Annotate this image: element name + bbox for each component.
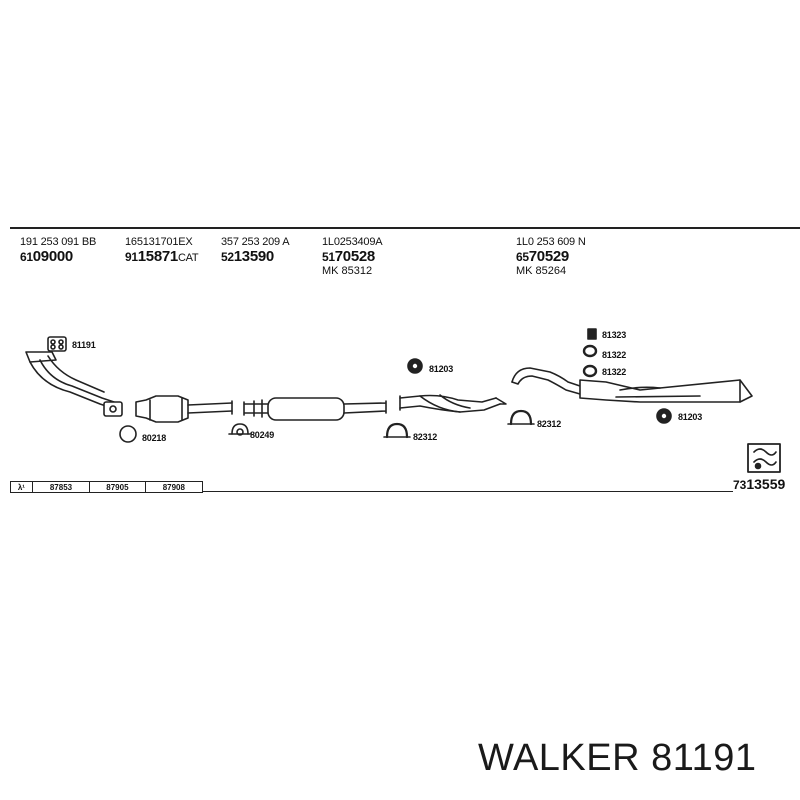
column-3: 357 253 209 A 5213590 bbox=[221, 236, 290, 265]
mk-number: MK 85312 bbox=[322, 265, 373, 277]
part-number: 9115871CAT bbox=[125, 248, 199, 265]
label-clamp: 82312 bbox=[413, 432, 438, 442]
downpipe-icon bbox=[25, 351, 123, 417]
rubber-hanger-icon bbox=[407, 358, 423, 374]
ring-seal-icon bbox=[119, 425, 137, 443]
lambda-value: 87905 bbox=[90, 482, 146, 492]
oem-number: 1L0253409A bbox=[322, 236, 383, 248]
assembly-kit-icon bbox=[747, 443, 781, 473]
rear-silencer-icon bbox=[511, 367, 753, 403]
bottom-divider bbox=[203, 491, 733, 492]
oem-number: 165131701EX bbox=[125, 236, 193, 248]
intermediate-pipe-icon bbox=[399, 394, 507, 413]
rubber-hanger-icon bbox=[656, 408, 672, 424]
oem-number: 1L0 253 609 N bbox=[516, 236, 586, 248]
part-number: 5213590 bbox=[221, 248, 274, 265]
clamp-icon bbox=[228, 423, 252, 436]
label-rubber-mount: 81323 bbox=[602, 330, 627, 340]
lambda-sensor-row: λ¹ 87853 87905 87908 bbox=[10, 481, 203, 493]
label-clamp: 80249 bbox=[250, 430, 275, 440]
oem-number: 191 253 091 BB bbox=[20, 236, 97, 248]
label-ring: 80218 bbox=[142, 433, 167, 443]
rubber-ring-icon bbox=[582, 344, 598, 378]
label-hanger: 81203 bbox=[678, 412, 703, 422]
lambda-value: 87908 bbox=[162, 482, 185, 492]
mk-number: MK 85264 bbox=[516, 265, 567, 277]
reference-code: 7313559 bbox=[733, 476, 786, 492]
column-4: 1L0253409A 5170528 MK 85312 bbox=[322, 236, 383, 277]
oem-number: 357 253 209 A bbox=[221, 236, 290, 248]
brand-caption: WALKER 81191 bbox=[478, 737, 757, 779]
label-clamp: 82312 bbox=[537, 419, 562, 429]
column-2: 165131701EX 9115871CAT bbox=[125, 236, 199, 265]
label-rubber-ring: 81322 bbox=[602, 367, 627, 377]
column-1: 191 253 091 BB 6109000 bbox=[20, 236, 96, 265]
label-rubber-ring: 81322 bbox=[602, 350, 627, 360]
clamp-icon bbox=[507, 409, 535, 426]
part-number: 6109000 bbox=[20, 248, 73, 265]
column-5: 1L0 253 609 N 6570529 MK 85264 bbox=[516, 236, 586, 277]
lambda-value: 87853 bbox=[33, 482, 91, 492]
lambda-symbol: λ¹ bbox=[11, 482, 33, 492]
label-hanger: 81203 bbox=[429, 364, 454, 374]
rubber-mount-icon bbox=[587, 328, 597, 340]
part-number: 5170528 bbox=[322, 248, 375, 265]
clamp-icon bbox=[383, 422, 411, 439]
middle-silencer-icon bbox=[243, 397, 387, 421]
label-gasket: 81191 bbox=[72, 340, 96, 350]
catalytic-converter-icon bbox=[135, 395, 233, 423]
part-number: 6570529 bbox=[516, 248, 569, 265]
gasket-icon bbox=[47, 336, 67, 352]
top-divider bbox=[10, 227, 800, 229]
